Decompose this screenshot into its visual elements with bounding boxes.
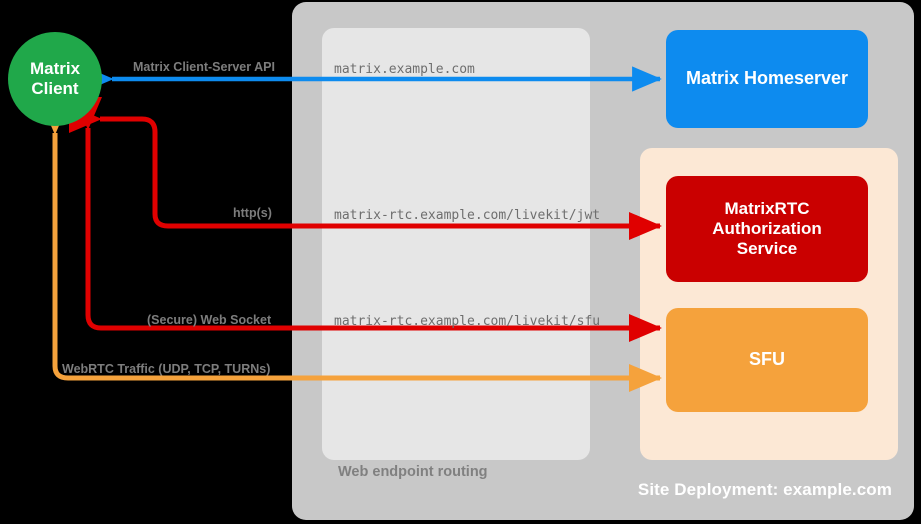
endpoint-label-sfu: matrix-rtc.example.com/livekit/sfu xyxy=(334,314,601,329)
matrix-client-label-line1: Matrix xyxy=(29,59,81,79)
endpoint-label-jwt: matrix-rtc.example.com/livekit/jwt xyxy=(334,208,601,223)
connector-label-webrtc: WebRTC Traffic (UDP, TCP, TURNs) xyxy=(62,362,271,376)
matrixrtc-auth-label-line2: Authorization xyxy=(712,218,822,238)
web-endpoint-routing-container: Web endpoint routing xyxy=(322,28,590,480)
web-endpoint-routing-label: Web endpoint routing xyxy=(338,464,488,480)
node-matrix-client[interactable]: Matrix Client xyxy=(8,32,102,126)
node-matrixrtc-authorization-service[interactable]: MatrixRTC Authorization Service xyxy=(666,176,868,282)
connector-label-websocket: (Secure) Web Socket xyxy=(147,313,272,327)
matrix-client-label-line2: Client xyxy=(31,79,79,98)
connector-label-cs-api: Matrix Client-Server API xyxy=(133,60,275,74)
connector-label-https: http(s) xyxy=(233,206,272,220)
node-matrix-homeserver[interactable]: Matrix Homeserver xyxy=(666,30,868,128)
sfu-label: SFU xyxy=(749,349,785,370)
matrixrtc-auth-label-line1: MatrixRTC xyxy=(724,198,810,218)
node-sfu[interactable]: SFU xyxy=(666,308,868,412)
endpoint-label-matrix: matrix.example.com xyxy=(334,62,475,77)
site-deployment-label: Site Deployment: example.com xyxy=(637,480,892,499)
matrix-homeserver-label: Matrix Homeserver xyxy=(685,68,849,89)
matrixrtc-auth-label-line3: Service xyxy=(736,239,798,259)
